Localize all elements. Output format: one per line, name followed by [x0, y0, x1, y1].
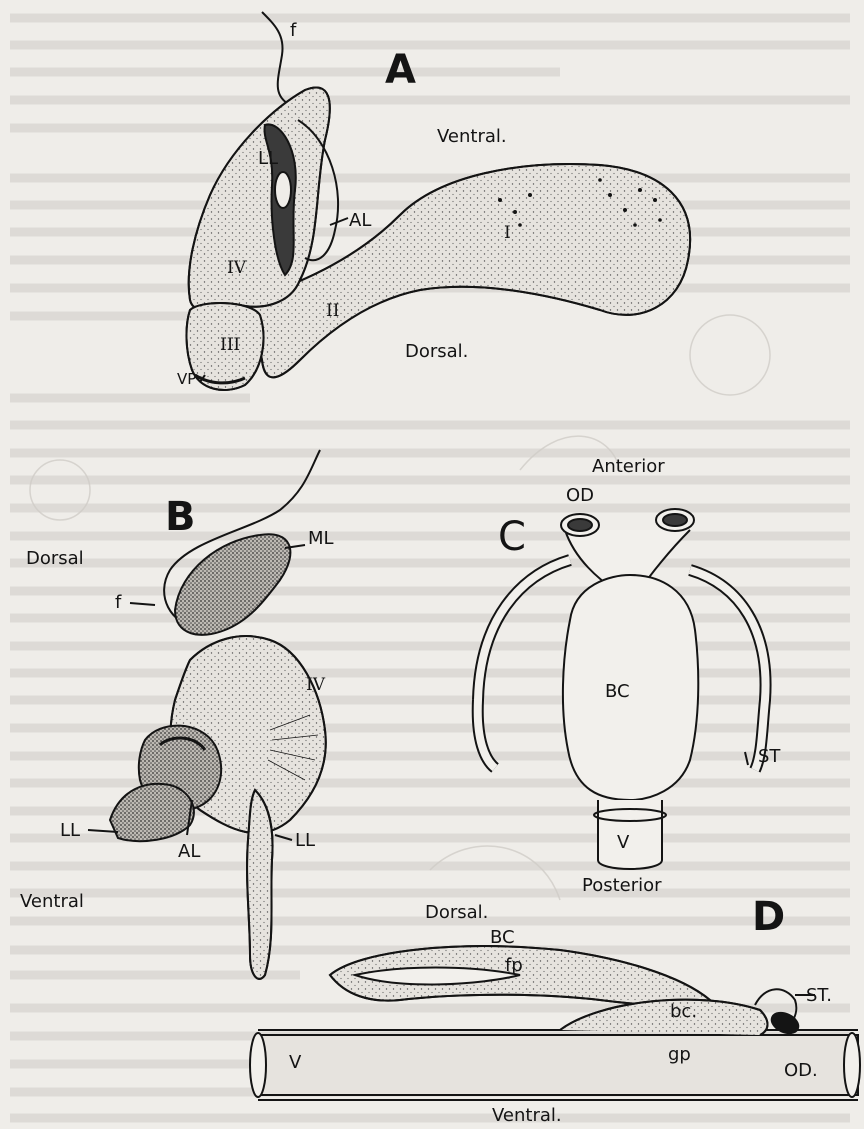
panel-a-ventral: Ventral. — [437, 128, 507, 146]
panel-c-anterior: Anterior — [592, 458, 665, 476]
panel-b-drawing — [88, 450, 326, 979]
panel-b-label-f: f — [115, 594, 121, 612]
panel-a-dorsal: Dorsal. — [405, 343, 468, 361]
panel-d-ventral: Ventral. — [492, 1107, 562, 1125]
panel-b-label-ML: ML — [308, 530, 334, 548]
panel-d-drawing — [250, 946, 860, 1100]
panel-d-label-bc: bc. — [670, 1003, 697, 1021]
panel-b-label-AL: AL — [178, 843, 200, 861]
panel-d-letter: D — [752, 897, 785, 937]
panel-b-label-IV: IV — [306, 677, 325, 694]
panel-d-label-BC: BC — [490, 929, 515, 947]
panel-c-label-ST: ST — [758, 748, 780, 766]
panel-a-label-LL: LL — [258, 150, 278, 168]
panel-c-label-V: V — [617, 834, 629, 852]
panel-a-label-IV: IV — [227, 260, 246, 277]
panel-c-letter: C — [498, 517, 526, 557]
panel-b-label-LL-left: LL — [60, 822, 80, 840]
panel-a-label-f: f — [290, 22, 296, 40]
panel-b-label-LL-right: LL — [295, 832, 315, 850]
panel-d-label-fp: fp — [505, 957, 523, 975]
panel-c-label-BC: BC — [605, 683, 630, 701]
panel-b-dorsal: Dorsal — [26, 550, 84, 568]
panel-a-label-AL: AL — [349, 212, 371, 230]
panel-a-label-III: III — [220, 337, 240, 354]
panel-d-label-V: V — [289, 1054, 301, 1072]
panel-c-label-OD: OD — [566, 487, 594, 505]
panel-c-posterior: Posterior — [582, 877, 662, 895]
panel-a-label-I: I — [504, 225, 511, 242]
panel-d-label-ST: ST. — [806, 987, 832, 1005]
panel-a-letter: A — [385, 50, 416, 90]
panel-b-ventral: Ventral — [20, 893, 84, 911]
panel-a-label-VP: VP — [177, 372, 196, 387]
panel-b-letter: B — [165, 497, 196, 537]
panel-a-label-II: II — [326, 303, 339, 320]
panel-d-label-gp: gp — [668, 1046, 691, 1064]
panel-d-label-OD: OD. — [784, 1062, 818, 1080]
panel-d-dorsal: Dorsal. — [425, 904, 488, 922]
